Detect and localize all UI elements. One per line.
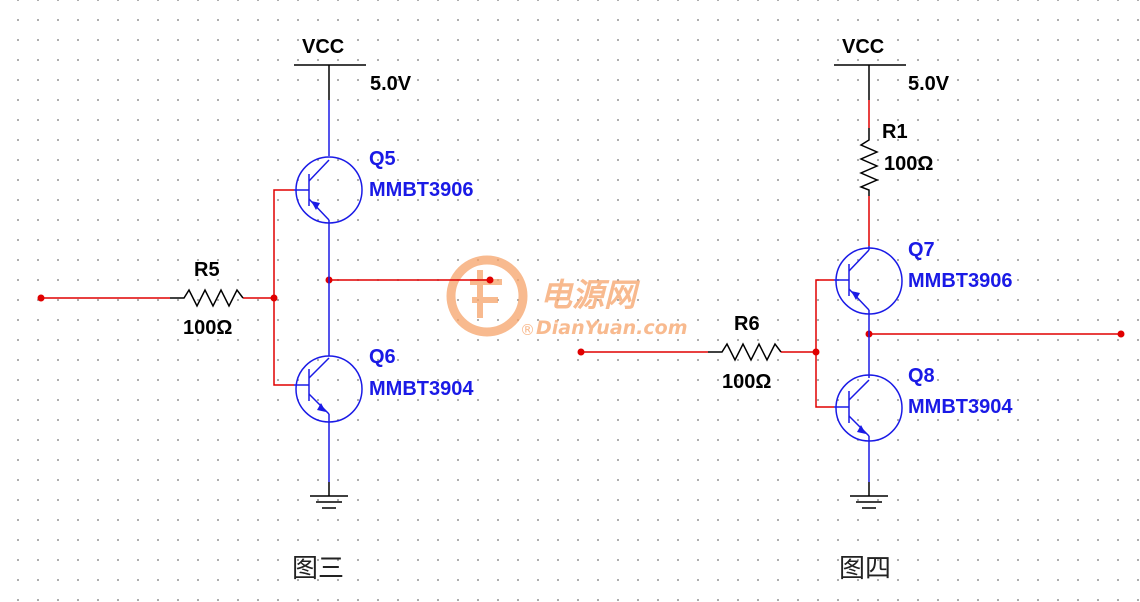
resistor-ref: R1 [882, 121, 908, 143]
transistor-ref: Q7 [908, 239, 935, 261]
resistor-value: 100Ω [722, 371, 771, 393]
watermark-name: 电源网 [540, 276, 641, 314]
junction-dot [812, 348, 820, 356]
figure-3: VCC 5.0V R5 100Ω [37, 36, 494, 584]
wires-right [581, 100, 1121, 408]
transistor-part: MMBT3906 [369, 179, 473, 201]
output-terminal[interactable] [1117, 330, 1125, 338]
resistor-r1[interactable]: R1 100Ω [859, 121, 933, 196]
figure-caption: 图三 [292, 554, 344, 584]
input-terminal[interactable] [577, 348, 585, 356]
watermark-site: DianYuan.com [536, 317, 688, 339]
transistor-q5-pnp[interactable] [294, 100, 363, 280]
watermark-ring-icon [446, 255, 528, 337]
junctions-right [577, 330, 1125, 356]
transistor-ref: Q6 [369, 346, 396, 368]
figure-caption: 图四 [839, 554, 891, 584]
resistor-r6[interactable]: R6 100Ω [708, 313, 782, 393]
svg-text:®: ® [520, 321, 535, 339]
output-terminal[interactable] [486, 276, 494, 284]
transistor-part: MMBT3904 [908, 396, 1013, 418]
resistor-ref: R6 [734, 313, 760, 335]
vcc-label: VCC [302, 36, 344, 58]
watermark: 电源网 ® DianYuan.com [446, 255, 688, 339]
wires-left [41, 189, 490, 386]
resistor-value: 100Ω [884, 153, 933, 175]
vcc-symbol-right: VCC 5.0V [834, 36, 950, 100]
transistor-part: MMBT3906 [908, 270, 1012, 292]
transistor-ref: Q8 [908, 365, 935, 387]
junction-dot [270, 294, 278, 302]
transistor-ref: Q5 [369, 148, 396, 170]
figure-4: VCC 5.0V R1 100Ω R6 100Ω [577, 36, 1125, 584]
resistor-value: 100Ω [183, 317, 232, 339]
resistor-r5[interactable]: R5 100Ω [170, 259, 244, 339]
vcc-voltage: 5.0V [908, 73, 950, 95]
transistor-q7-pnp[interactable] [834, 246, 903, 334]
vcc-voltage: 5.0V [370, 73, 412, 95]
resistor-ref: R5 [194, 259, 220, 281]
transistor-q8-npn[interactable] [834, 334, 903, 482]
ground-symbol [850, 482, 888, 509]
transistor-part: MMBT3904 [369, 378, 474, 400]
transistor-q6-npn[interactable] [294, 280, 363, 482]
input-terminal[interactable] [37, 294, 45, 302]
vcc-label: VCC [842, 36, 884, 58]
vcc-symbol-left: VCC 5.0V [294, 36, 412, 100]
ground-symbol [310, 482, 348, 509]
